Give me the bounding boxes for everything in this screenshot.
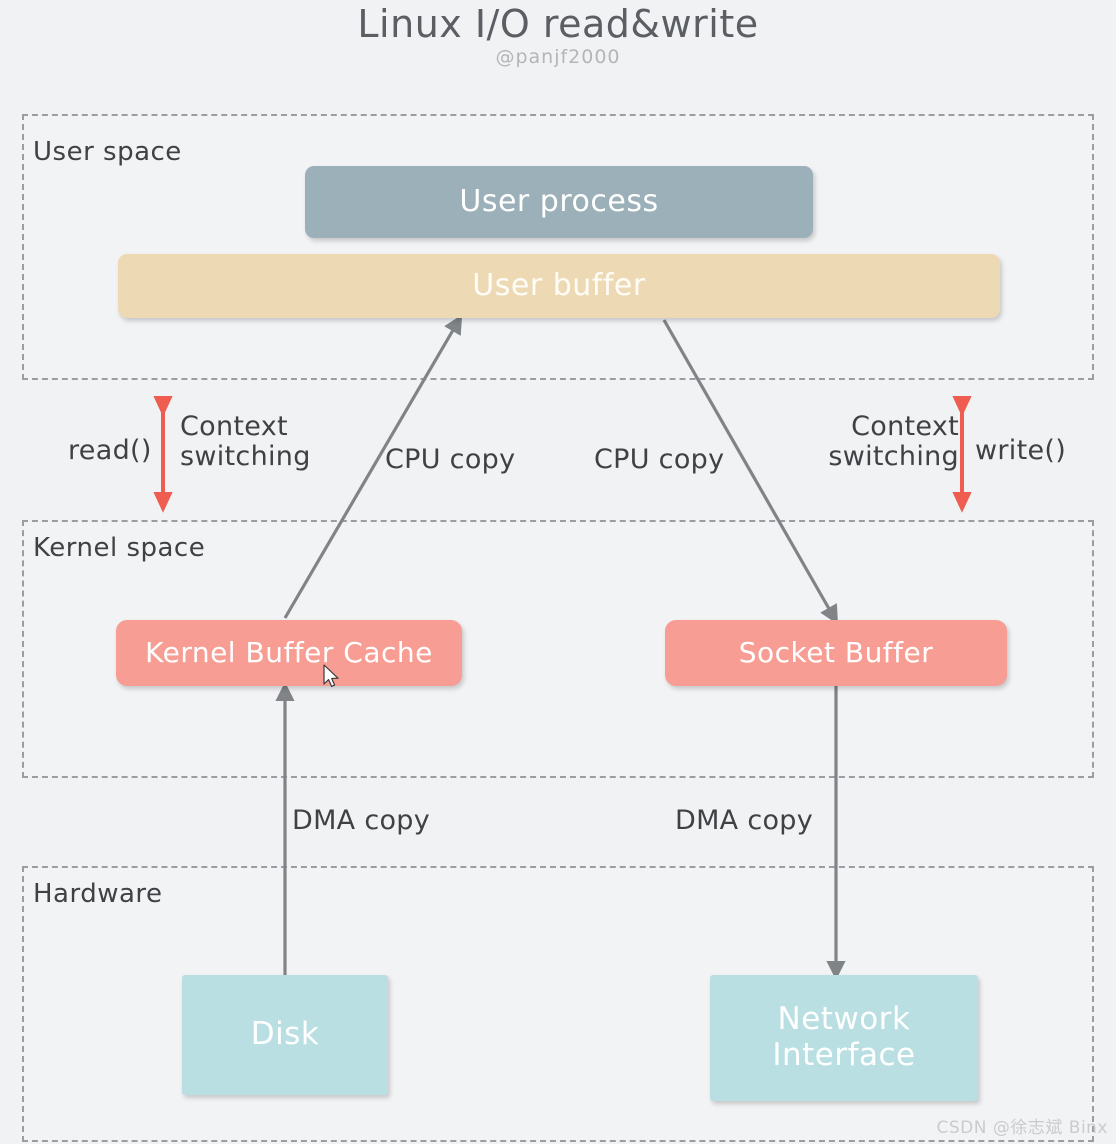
node-user-process[interactable]: User process [305,166,813,238]
edge-label-context-switch-left: Context switching [180,411,311,473]
edge-label-context-switch-right: Context switching [828,411,959,473]
edge-label-read-syscall: read() [68,435,152,466]
edge-label-dma-copy-right: DMA copy [675,805,814,836]
section-label-user-space: User space [33,137,182,167]
node-network-interface-line2: Interface [772,1037,916,1073]
section-label-kernel-space: Kernel space [33,533,206,563]
node-network-interface-line1: Network [777,1001,911,1038]
watermark: CSDN @徐志斌 Binx [936,1118,1108,1138]
section-label-hardware: Hardware [33,879,163,909]
node-disk[interactable]: Disk [182,975,388,1095]
mouse-cursor-icon [323,664,339,687]
edge-label-cpu-copy-left: CPU copy [385,444,516,475]
edge-label-dma-copy-left: DMA copy [292,805,431,836]
edge-label-write-syscall: write() [975,435,1067,466]
edge-label-cpu-copy-right: CPU copy [594,444,725,475]
node-kernel-buffer-cache[interactable]: Kernel Buffer Cache [116,620,462,686]
node-network-interface[interactable]: Network Interface [710,975,978,1101]
node-user-buffer[interactable]: User buffer [118,254,1000,318]
node-socket-buffer[interactable]: Socket Buffer [665,620,1007,686]
page-title: Linux I/O read&write [357,2,759,46]
page-subtitle: @panjf2000 [495,46,621,68]
section-user-space [22,114,1094,380]
